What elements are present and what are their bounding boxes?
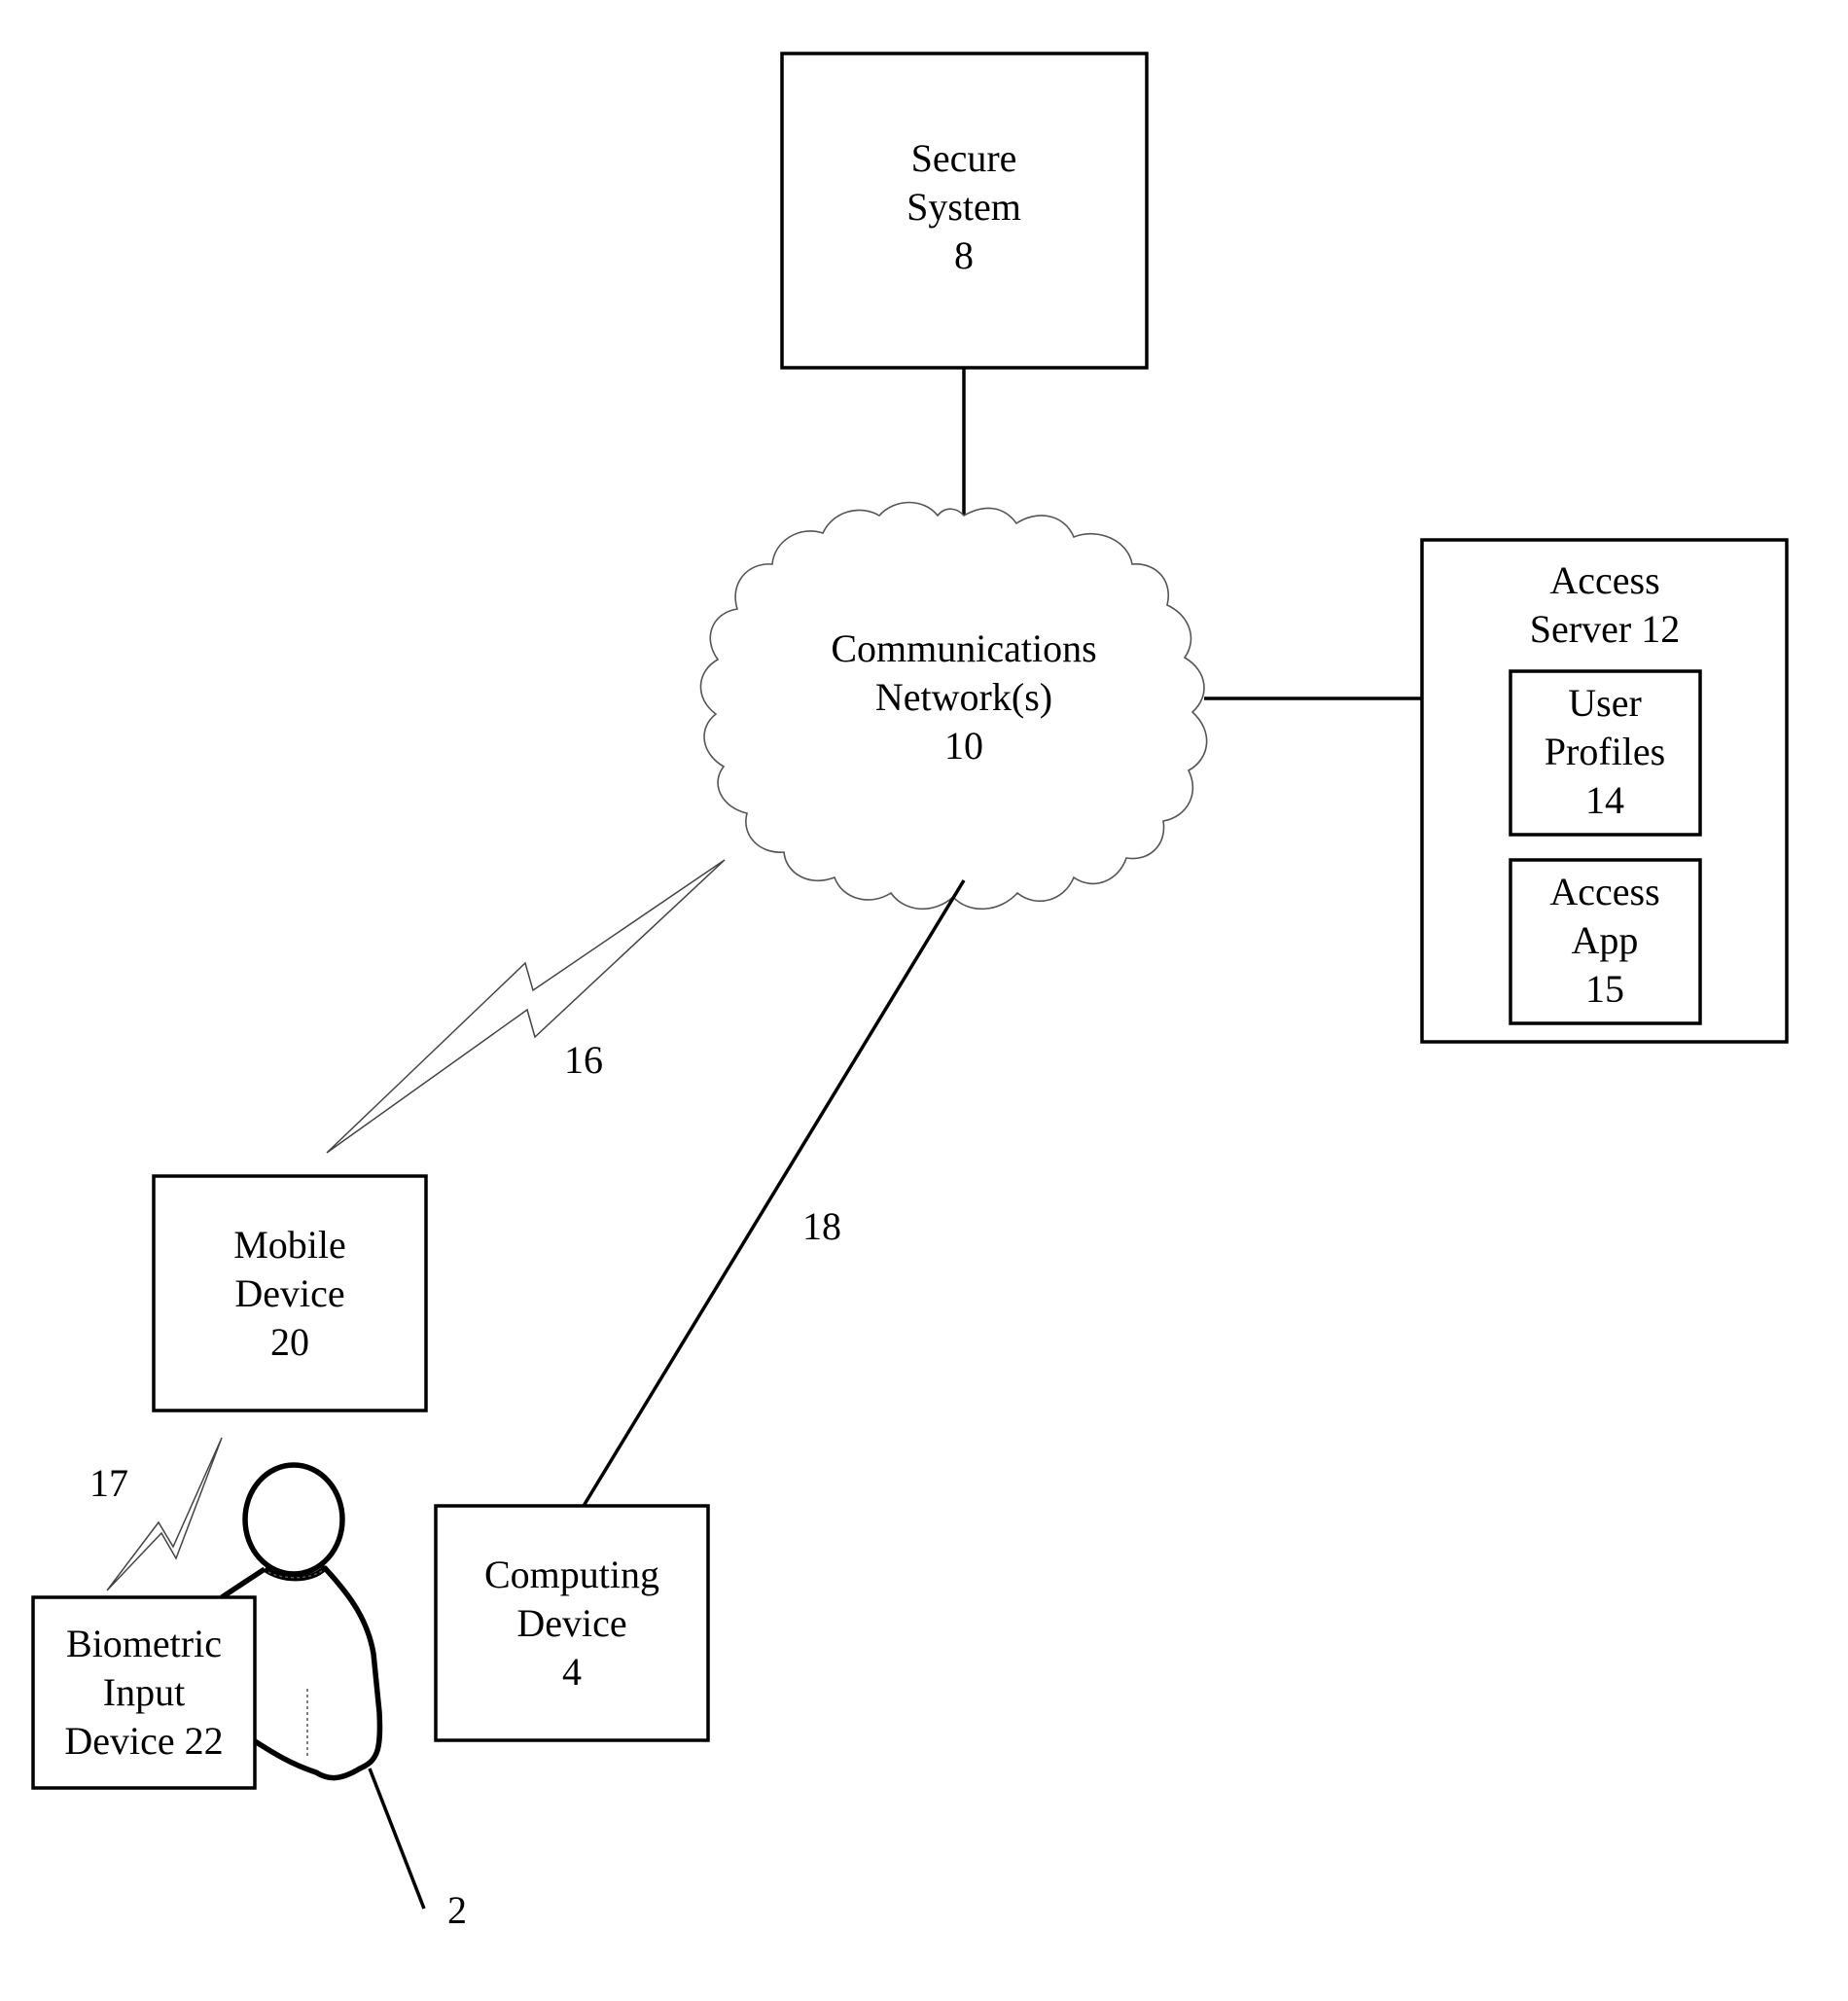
access-app-label-line2: App [1572, 918, 1639, 962]
access-server-node: Access Server 12 User Profiles 14 Access… [1422, 540, 1787, 1042]
wireless-link-network-mobile [327, 860, 725, 1153]
mobile-device-node: Mobile Device 20 [154, 1176, 426, 1411]
mobile-device-label-line2: Device [234, 1271, 344, 1315]
biometric-label-line2: Input [103, 1670, 185, 1714]
biometric-label-line3: Device 22 [64, 1719, 223, 1763]
computing-device-label-line1: Computing [484, 1553, 659, 1596]
wired-link-18-label: 18 [802, 1204, 841, 1248]
access-app-label-line1: Access [1549, 870, 1659, 913]
secure-system-label-line1: Secure [911, 136, 1017, 180]
secure-system-label-line2: System [906, 185, 1021, 229]
user-ref: 2 [447, 1888, 467, 1932]
user-profiles-node: User Profiles 14 [1510, 671, 1700, 835]
user-head [245, 1465, 342, 1574]
wireless-link-17-label: 17 [89, 1461, 128, 1505]
access-app-ref: 15 [1585, 967, 1624, 1011]
computing-device-ref: 4 [562, 1650, 582, 1694]
access-server-label-line2: Server 12 [1530, 607, 1680, 651]
user-profiles-ref: 14 [1585, 778, 1624, 822]
network-ref: 10 [944, 724, 983, 768]
access-server-label-line1: Access [1549, 558, 1659, 602]
mobile-device-ref: 20 [270, 1320, 309, 1364]
user-figure: 2 [222, 1465, 467, 1932]
user-profiles-label-line2: Profiles [1545, 730, 1665, 773]
user-profiles-label-line1: User [1568, 681, 1642, 725]
user-arm [222, 1569, 265, 1597]
user-leader-line [370, 1769, 424, 1909]
user-body [255, 1568, 379, 1778]
secure-system-ref: 8 [954, 233, 974, 277]
communications-network-node: Communications Network(s) 10 [700, 503, 1206, 910]
access-app-node: Access App 15 [1510, 860, 1700, 1023]
biometric-label-line1: Biometric [66, 1622, 222, 1665]
wired-link-network-computing [584, 880, 964, 1506]
wireless-link-16-label: 16 [564, 1038, 603, 1082]
biometric-input-device-node: Biometric Input Device 22 [33, 1597, 255, 1788]
mobile-device-label-line1: Mobile [233, 1223, 346, 1267]
computing-device-node: Computing Device 4 [436, 1506, 708, 1740]
secure-system-node: Secure System 8 [782, 54, 1147, 368]
network-label-line2: Network(s) [875, 675, 1052, 719]
computing-device-label-line2: Device [516, 1601, 626, 1645]
network-label-line1: Communications [831, 626, 1096, 670]
